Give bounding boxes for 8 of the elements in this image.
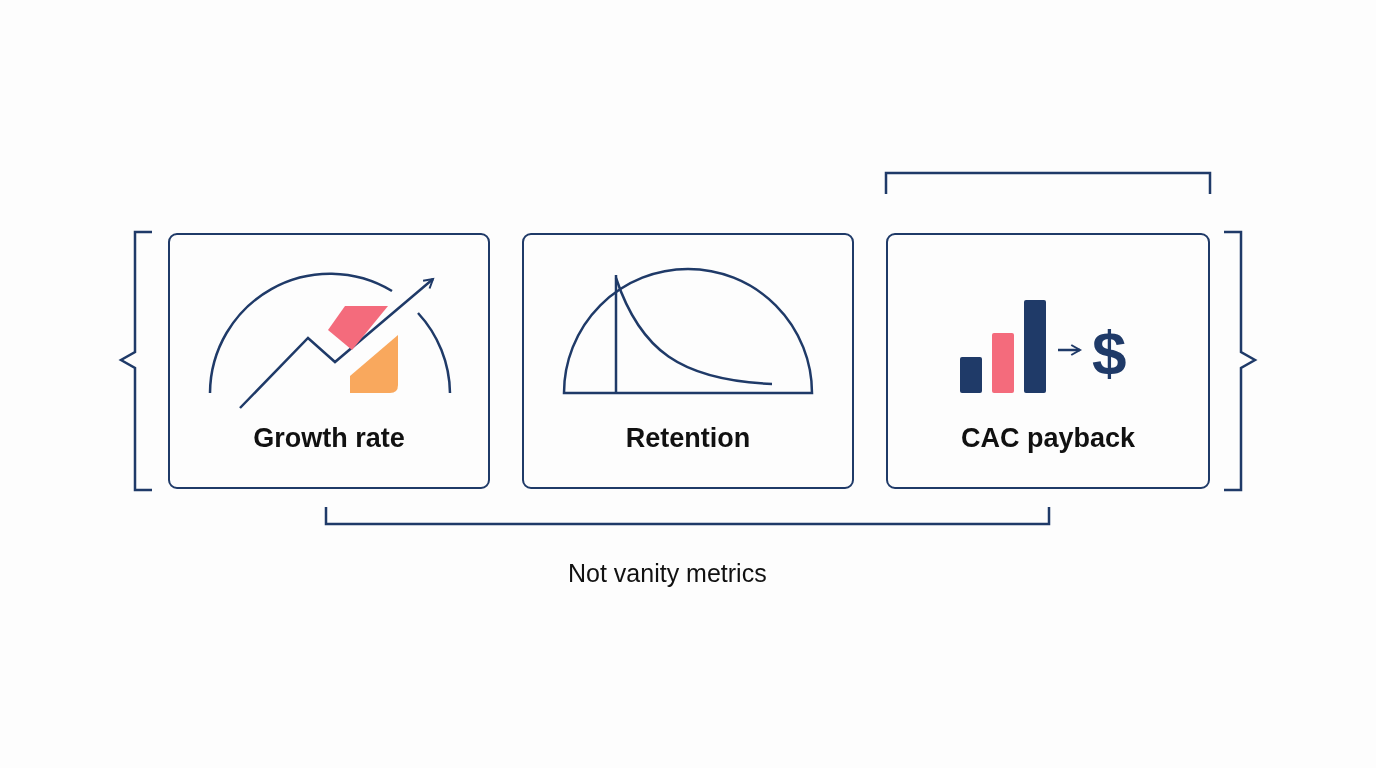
card-title: Growth rate [253,423,405,454]
metric-card [168,233,490,489]
dollar-sign: $ [1092,322,1127,384]
metric-card [522,233,854,489]
metric-card [886,233,1210,489]
card-title: Retention [625,423,751,454]
card-title: CAC payback [960,423,1136,454]
caption-text: Not vanity metrics [568,561,767,586]
